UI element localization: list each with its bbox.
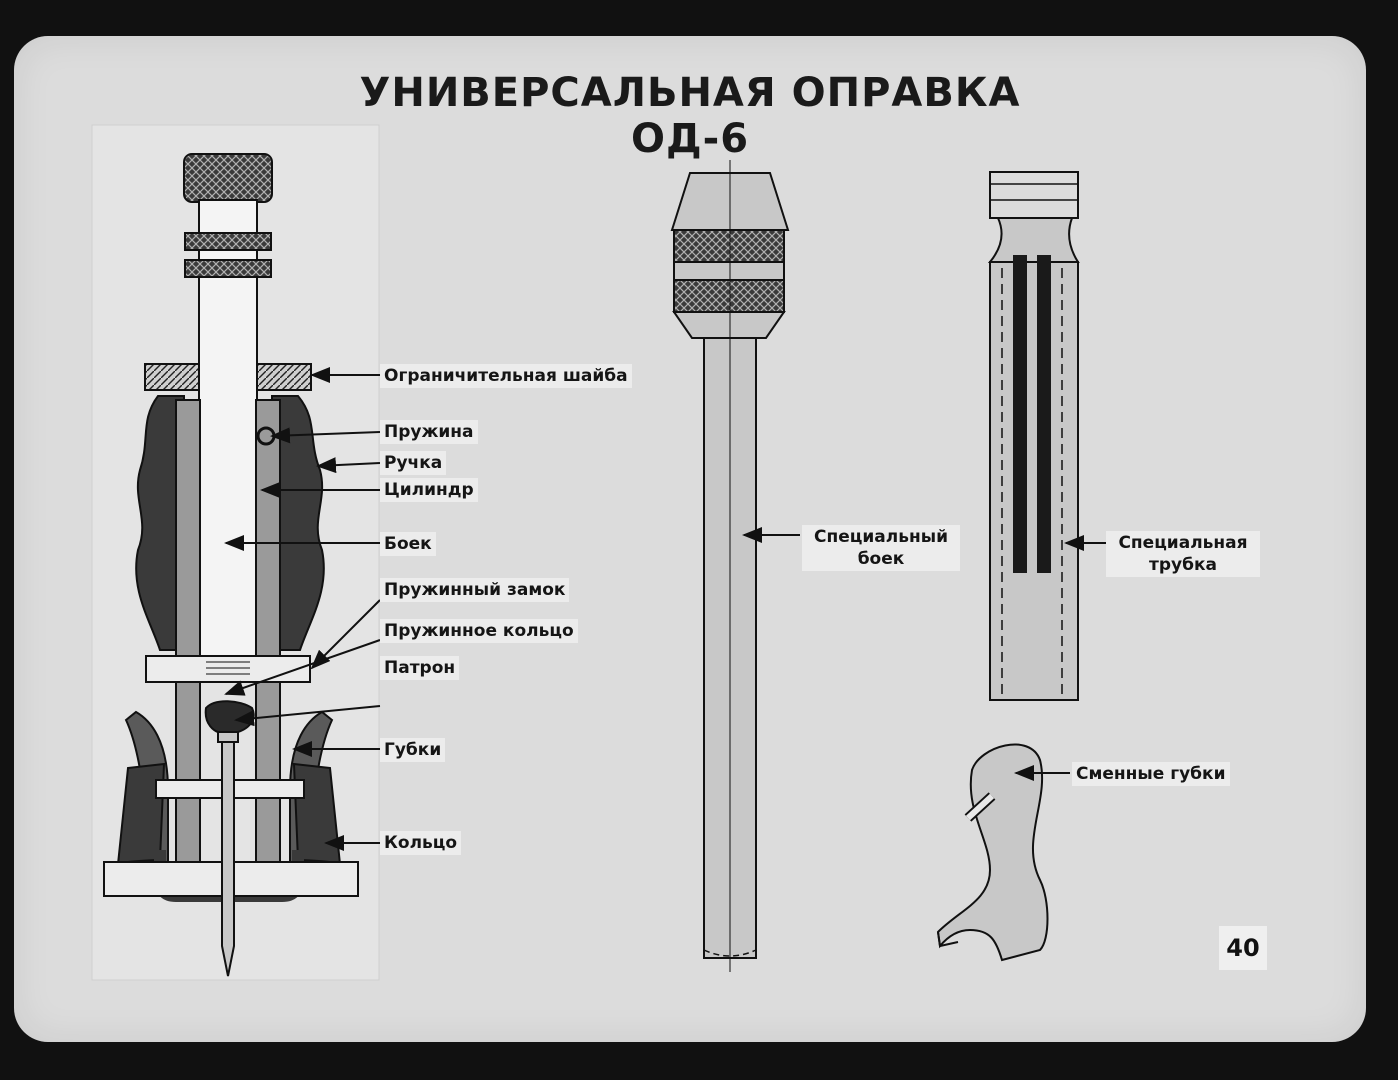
assembly-leaders — [224, 367, 381, 851]
label-special-striker-line2: боек — [857, 549, 905, 569]
label-striker: Боек — [380, 532, 436, 556]
special-striker-drawing — [670, 160, 800, 972]
replaceable-jaw-drawing — [936, 743, 1070, 962]
label-ring: Кольцо — [380, 831, 462, 855]
page-number: 40 — [1219, 926, 1267, 970]
label-spring: Пружина — [380, 420, 478, 444]
label-special-striker-line1: Специальный — [814, 527, 948, 547]
label-replaceable-jaws: Сменные губки — [1072, 762, 1230, 786]
label-special-tube-line1: Специальная — [1118, 533, 1248, 553]
label-limit-washer: Ограничительная шайба — [380, 364, 632, 388]
label-jaws: Губки — [380, 738, 446, 762]
label-special-tube: Специальная трубка — [1106, 531, 1260, 577]
assembly-section — [91, 124, 380, 981]
label-cartridge: Патрон — [380, 656, 460, 680]
label-spring-lock: Пружинный замок — [380, 578, 570, 602]
label-special-striker: Специальный боек — [802, 525, 960, 571]
label-handle: Ручка — [380, 451, 447, 475]
label-special-tube-line2: трубка — [1149, 555, 1217, 575]
page-title: УНИВЕРСАЛЬНАЯ ОПРАВКА ОД-6 — [359, 70, 1021, 162]
special-tube-drawing — [987, 171, 1106, 701]
label-spring-ring: Пружинное кольцо — [380, 619, 578, 643]
knob-knurl-icon — [183, 153, 273, 203]
label-cylinder: Цилиндр — [380, 478, 478, 502]
